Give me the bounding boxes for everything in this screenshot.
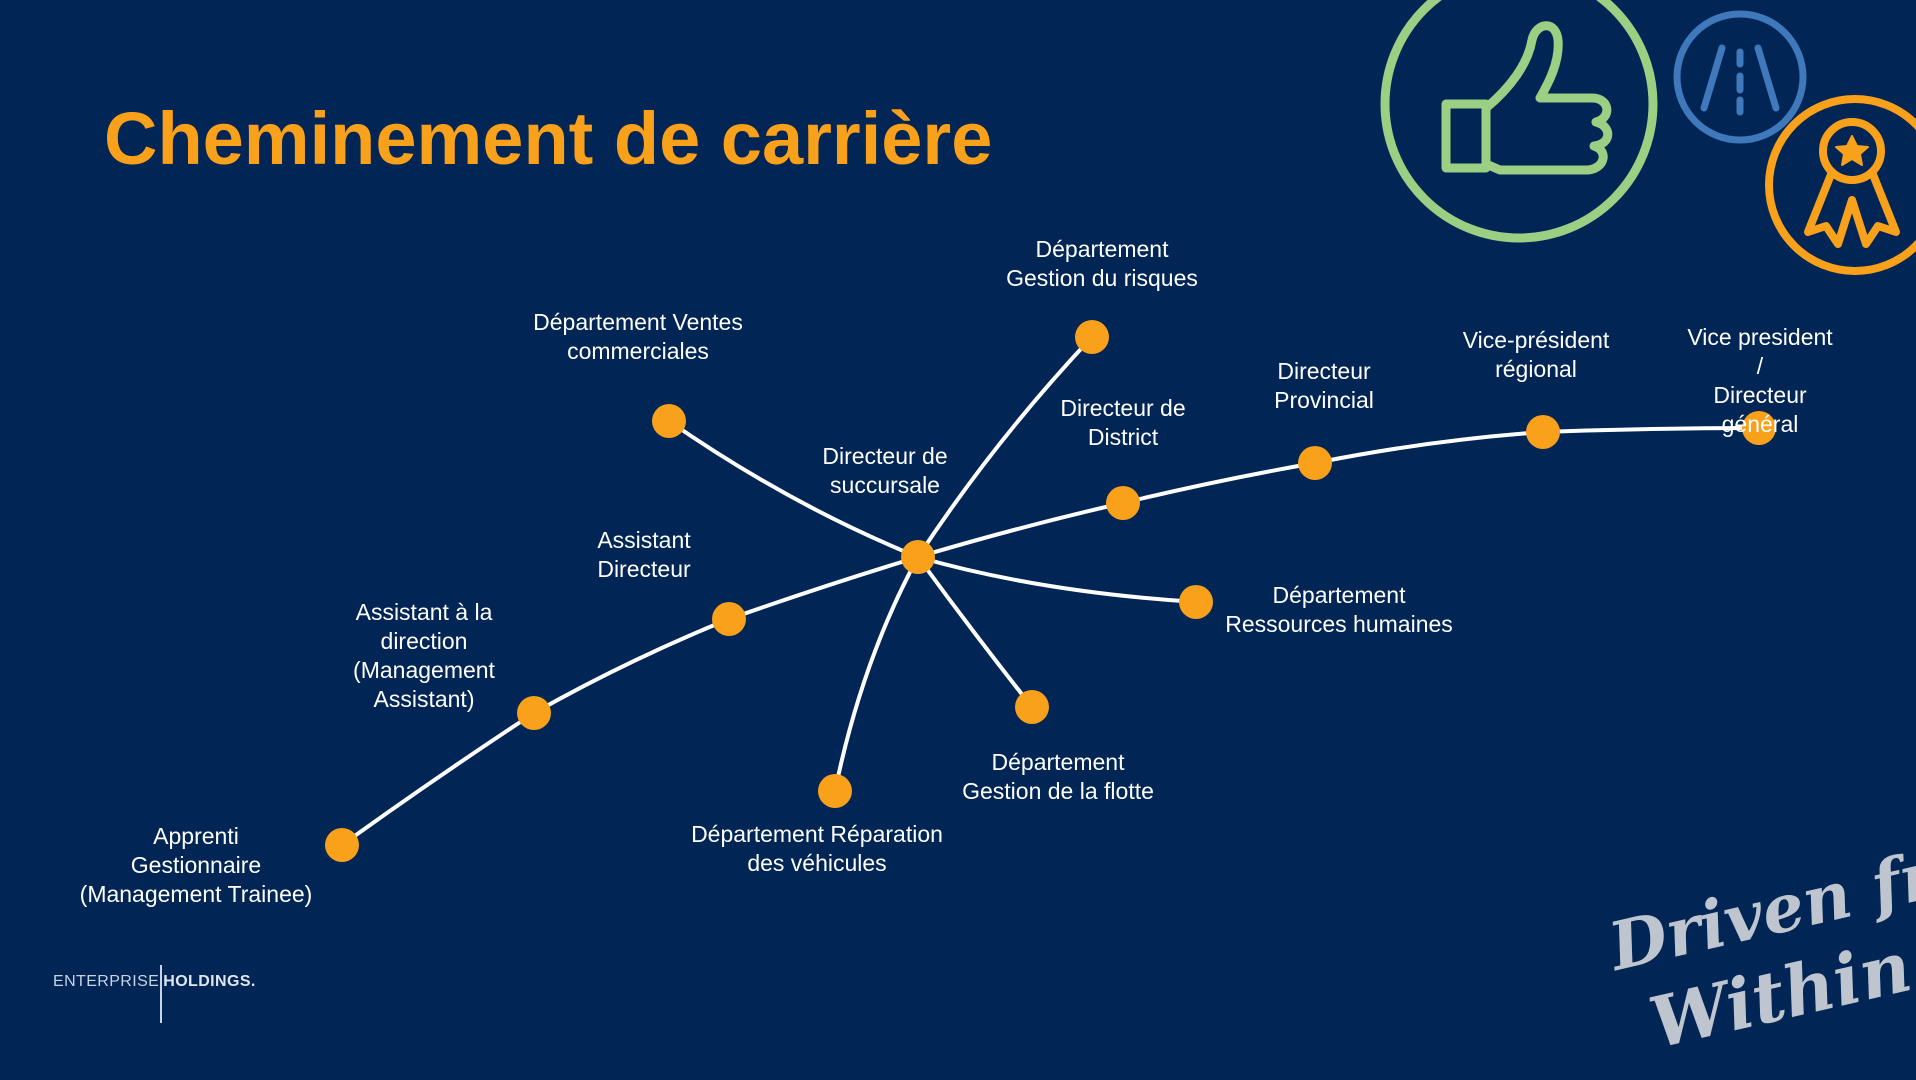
edge-vp-regional-to-vp-dg bbox=[1541, 426, 1761, 434]
node-assistant-directeur bbox=[712, 602, 746, 636]
node-vp-regional bbox=[1526, 415, 1560, 449]
edge-directeur-district-to-directeur-provincial bbox=[1121, 461, 1317, 505]
label-apprenti: Apprenti Gestionnaire (Management Traine… bbox=[79, 823, 313, 907]
edge-directeur-succursale-to-dept-flotte bbox=[916, 555, 1034, 709]
edge-directeur-succursale-to-directeur-district bbox=[916, 501, 1125, 559]
label-dept-reparation: Département Réparation des véhicules bbox=[691, 821, 943, 876]
node-apprenti bbox=[325, 828, 359, 862]
node-dept-flotte bbox=[1015, 690, 1049, 724]
edge-assistant-directeur-to-directeur-succursale bbox=[727, 555, 920, 621]
node-directeur-succursale bbox=[901, 540, 935, 574]
label-vp-dg: Vice president / Directeur général bbox=[1687, 324, 1833, 437]
node-dept-rh bbox=[1179, 585, 1213, 619]
node-assistant-direction bbox=[517, 696, 551, 730]
node-vp-dg bbox=[1742, 411, 1776, 445]
node-directeur-district bbox=[1106, 486, 1140, 520]
node-directeur-provincial bbox=[1298, 446, 1332, 480]
label-dept-flotte: Département Gestion de la flotte bbox=[962, 749, 1154, 804]
edge-assistant-direction-to-assistant-directeur bbox=[532, 617, 731, 715]
diagram-nodes bbox=[325, 320, 1776, 862]
label-assistant-direction: Assistant à la direction (Management Ass… bbox=[353, 599, 495, 712]
label-directeur-provincial: Directeur Provincial bbox=[1274, 358, 1374, 413]
logo-text-holdings: HOLDINGS. bbox=[163, 973, 256, 990]
label-directeur-district: Directeur de District bbox=[1060, 395, 1186, 450]
label-dept-risques: Département Gestion du risques bbox=[1006, 236, 1198, 291]
edge-directeur-provincial-to-vp-regional bbox=[1313, 430, 1545, 465]
node-dept-ventes bbox=[652, 404, 686, 438]
edge-directeur-succursale-to-dept-reparation bbox=[833, 555, 920, 793]
label-dept-ventes: Département Ventes commerciales bbox=[533, 309, 743, 364]
page-title: Cheminement de carrière bbox=[104, 97, 993, 180]
diagram-edges bbox=[340, 335, 1761, 847]
logo-text-enterprise: ENTERPRISE bbox=[53, 973, 160, 990]
node-dept-risques bbox=[1075, 320, 1109, 354]
edge-apprenti-to-assistant-direction bbox=[340, 711, 536, 847]
label-directeur-succursale: Directeur de succursale bbox=[822, 443, 948, 498]
logo-divider bbox=[160, 965, 163, 1023]
edge-directeur-succursale-to-dept-ventes bbox=[667, 419, 920, 559]
label-dept-rh: Département Ressources humaines bbox=[1225, 582, 1453, 637]
edge-directeur-succursale-to-dept-risques bbox=[916, 335, 1094, 559]
driven-from-within-tagline: Driven from Within bbox=[1598, 810, 1916, 1065]
edge-directeur-succursale-to-dept-rh bbox=[916, 555, 1198, 604]
label-assistant-directeur: Assistant Directeur bbox=[597, 527, 691, 582]
node-dept-reparation bbox=[818, 774, 852, 808]
label-vp-regional: Vice-président régional bbox=[1462, 327, 1610, 382]
